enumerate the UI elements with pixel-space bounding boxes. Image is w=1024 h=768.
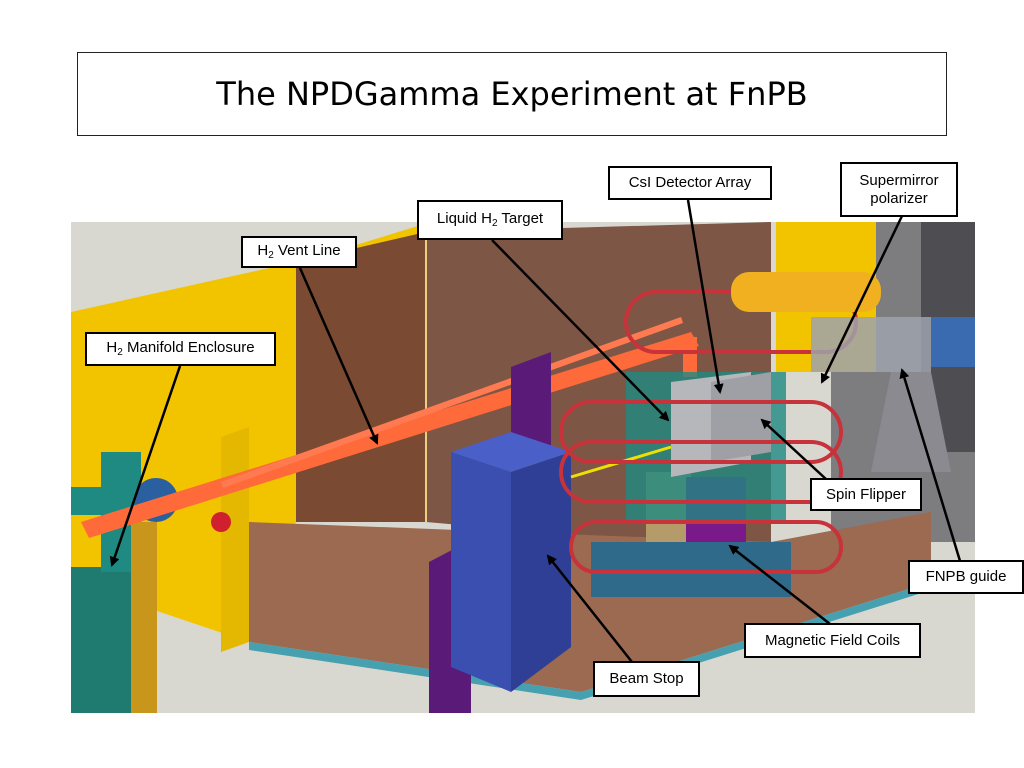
- label-supermirror-line1: Supermirror: [859, 171, 939, 189]
- label-h2-vent-line: H2 Vent Line: [241, 236, 357, 268]
- label-beam-stop: Beam Stop: [593, 661, 700, 697]
- label-beam-stop-text: Beam Stop: [609, 670, 684, 687]
- label-vent-text: H2 Vent Line: [257, 242, 341, 261]
- label-fnpb-guide: FNPB guide: [908, 560, 1024, 594]
- title-box: The NPDGamma Experiment at FnPB: [77, 52, 947, 136]
- label-spin-flipper-text: Spin Flipper: [825, 485, 907, 503]
- beam-stop-block: [451, 452, 511, 692]
- label-csi-text: CsI Detector Array: [628, 174, 752, 191]
- label-fnpb-guide-text: FNPB guide: [925, 568, 1007, 585]
- label-manifold-text: H2 Manifold Enclosure: [106, 339, 255, 358]
- brown-wall-left: [296, 232, 426, 522]
- label-magnetic-field-coils: Magnetic Field Coils: [744, 623, 921, 658]
- label-magnetic-coils-text: Magnetic Field Coils: [764, 631, 901, 649]
- fnpb-guide-flange: [931, 317, 975, 367]
- yellow-wall-edge: [221, 427, 249, 652]
- label-liquid-h2-target: Liquid H2 Target: [417, 200, 563, 240]
- support-post: [131, 522, 157, 713]
- label-supermirror-line2: polarizer: [870, 189, 928, 207]
- label-spin-flipper: Spin Flipper: [810, 478, 922, 511]
- slide-title: The NPDGamma Experiment at FnPB: [216, 75, 808, 113]
- label-h2-manifold-enclosure: H2 Manifold Enclosure: [85, 332, 276, 366]
- label-csi-detector-array: CsI Detector Array: [608, 166, 772, 200]
- label-liquid-text: Liquid H2 Target: [436, 210, 544, 229]
- yellow-cylinder: [731, 272, 881, 312]
- manifold-enclosure: [71, 567, 131, 713]
- label-supermirror-polarizer: Supermirror polarizer: [840, 162, 958, 217]
- teal-base: [591, 542, 791, 597]
- supermirror-housing: [811, 317, 931, 372]
